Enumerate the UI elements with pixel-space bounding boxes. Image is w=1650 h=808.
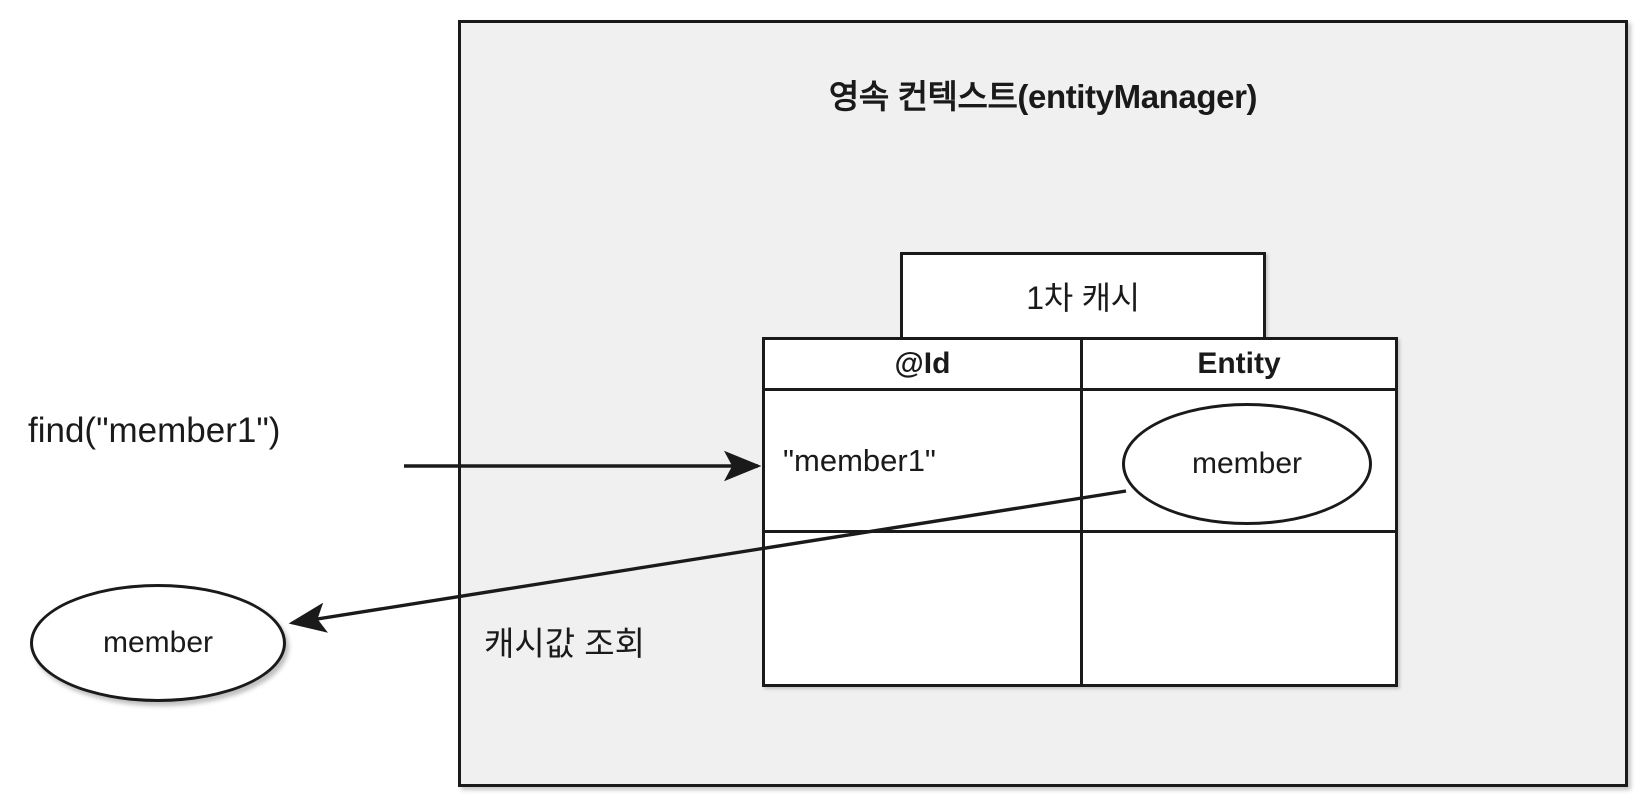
entity-id-value: "member1" [783,442,936,478]
table-row [765,530,1395,684]
table-row: "member1" [765,388,1395,530]
persistence-context-title: 영속 컨텍스트(entityManager) [828,78,1258,115]
table-header-cell-id: @Id [765,340,1080,388]
first-level-cache-label-box: 1차 캐시 [900,252,1266,340]
returned-entity-label: member [102,626,214,659]
cache-lookup-label: 캐시값 조회 [484,625,645,662]
first-level-cache-label-text: 1차 캐시 [1026,280,1140,316]
column-header-entity: Entity [1197,347,1281,380]
table-cell-entity-empty [1080,533,1395,684]
column-header-id: @Id [894,347,951,380]
cached-entity-ellipse: member [1122,403,1372,525]
table-header-cell-entity: Entity [1080,340,1395,388]
cached-entity-label: member [1191,447,1303,480]
table-cell-entity-value [1080,391,1395,530]
find-call-label: find("member1") [28,411,281,450]
table-header-row: @Id Entity [765,340,1395,388]
table-cell-id-value: "member1" [765,391,1080,530]
table-cell-id-empty [765,533,1080,684]
returned-entity-ellipse: member [30,584,286,702]
